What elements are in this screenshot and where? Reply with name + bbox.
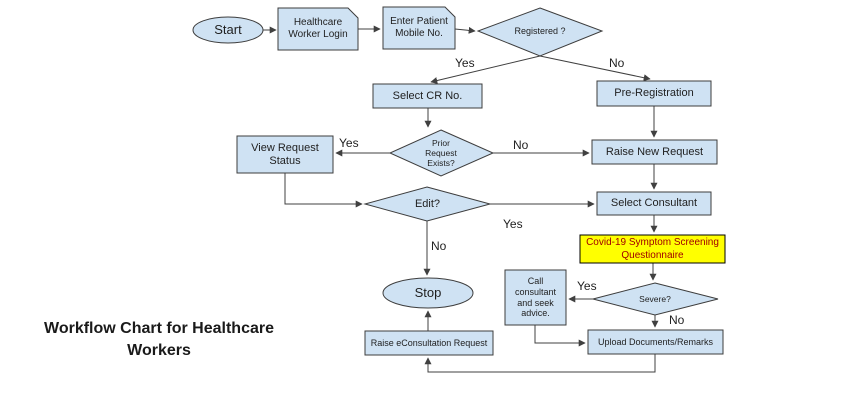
select-cr-shape [372, 83, 483, 109]
edge-upload-raiseeconsult [424, 354, 656, 373]
registered-diamond [476, 7, 604, 57]
raise-econsult-shape [364, 330, 494, 356]
covid-questionnaire-shape [579, 234, 726, 264]
severe-diamond [592, 282, 719, 316]
edit-diamond [363, 186, 492, 222]
prior-request-diamond [388, 129, 495, 177]
chart-title: Workflow Chart for Healthcare Workers [44, 320, 274, 359]
enter-mobile-shape [382, 6, 456, 50]
start-shape [192, 16, 264, 44]
login-shape [277, 7, 359, 51]
edge-registered-no-prereg [539, 55, 651, 82]
edge-viewstatus-edit [284, 173, 363, 208]
select-consultant-shape [596, 191, 712, 216]
stop-shape [382, 277, 474, 309]
edge-call-upload [534, 325, 586, 347]
pre-registration-shape [596, 80, 712, 107]
call-consultant-shape [504, 269, 567, 326]
view-status-shape [236, 135, 334, 174]
edge-registered-yes-selectcr [430, 55, 541, 84]
raise-new-shape [591, 139, 718, 165]
edge-mobile-registered [454, 26, 476, 34]
upload-docs-shape [587, 329, 724, 355]
